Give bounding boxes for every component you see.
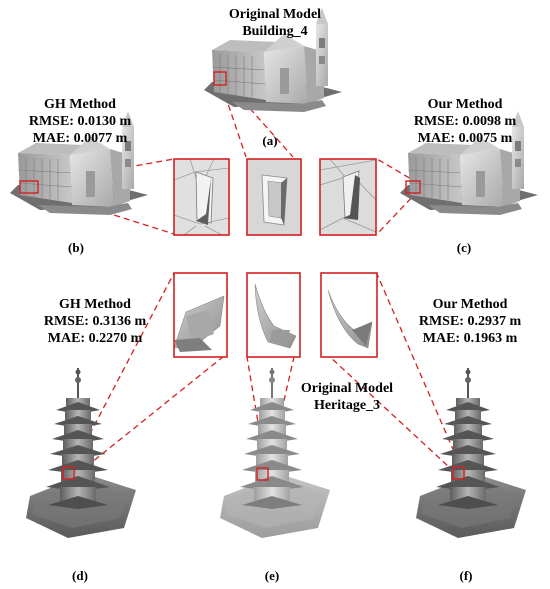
caption-b: (b) [68, 240, 84, 255]
zoom-inset-top-original [246, 158, 302, 236]
caption-e: (e) [264, 568, 280, 583]
caption-f: (f) [459, 568, 473, 583]
pagoda-model-gh [25, 367, 137, 539]
bottom-original-name: Heritage_3 [313, 398, 381, 413]
zoom-inset-bottom-gh [173, 272, 228, 358]
bottom-ours-mae: MAE: 0.1963 m [422, 331, 518, 346]
zoom-inset-bottom-original [246, 272, 301, 358]
bottom-gh-title: GH Method [59, 297, 131, 312]
bottom-ours-rmse: RMSE: 0.2937 m [418, 314, 522, 329]
top-gh-label: GH Method RMSE: 0.0130 m MAE: 0.0077 m [20, 96, 140, 147]
bottom-gh-label: GH Method RMSE: 0.3136 m MAE: 0.2270 m [35, 296, 155, 347]
highlight-markers [19, 71, 465, 481]
bottom-ours-label: Our Method RMSE: 0.2937 m MAE: 0.1963 m [410, 296, 530, 347]
caption-d: (d) [72, 568, 88, 583]
zoom-inset-top-ours [319, 158, 377, 236]
top-original-name: Building_4 [242, 24, 308, 39]
caption-a: (a) [262, 133, 278, 148]
zoom-inset-bottom-ours [320, 272, 378, 358]
top-gh-mae: MAE: 0.0077 m [32, 131, 128, 146]
top-original-title: Original Model [228, 7, 322, 22]
bottom-original-label: Original Model Heritage_3 [287, 380, 407, 414]
zoom-inset-top-gh [173, 158, 230, 236]
bottom-gh-mae: MAE: 0.2270 m [47, 331, 143, 346]
bottom-original-title: Original Model [300, 381, 394, 396]
top-original-label: Original Model Building_4 [215, 6, 335, 40]
pagoda-model-ours [415, 367, 527, 539]
top-ours-rmse: RMSE: 0.0098 m [413, 114, 517, 129]
top-ours-mae: MAE: 0.0075 m [417, 131, 513, 146]
bottom-gh-rmse: RMSE: 0.3136 m [43, 314, 147, 329]
top-ours-title: Our Method [427, 97, 503, 112]
top-ours-label: Our Method RMSE: 0.0098 m MAE: 0.0075 m [405, 96, 525, 147]
top-gh-rmse: RMSE: 0.0130 m [28, 114, 132, 129]
top-gh-title: GH Method [44, 97, 116, 112]
bottom-ours-title: Our Method [432, 297, 508, 312]
caption-c: (c) [456, 240, 472, 255]
